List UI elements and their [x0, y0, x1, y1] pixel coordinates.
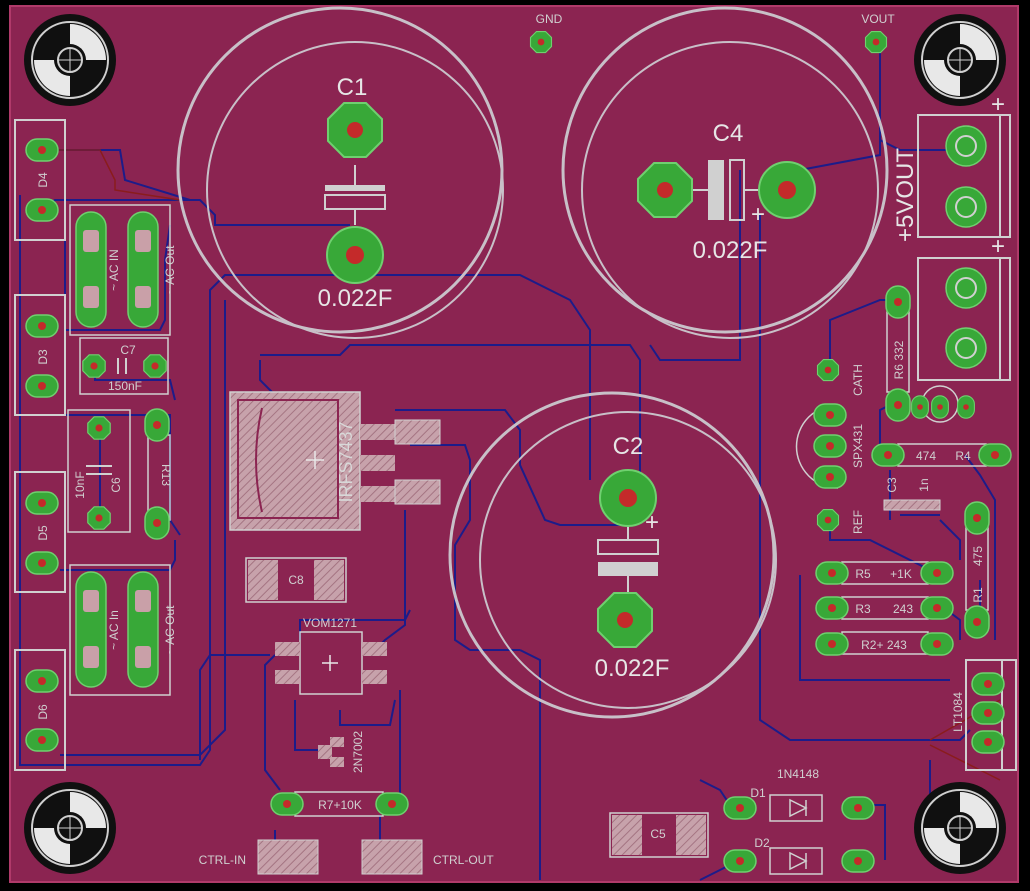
- r1-ref: R1: [971, 587, 985, 603]
- d1-label: D1: [750, 786, 766, 800]
- resistor-r7: R7+10K: [270, 791, 409, 817]
- r7-label: R7+10K: [318, 798, 362, 812]
- d1-type-label: 1N4148: [777, 767, 819, 781]
- r3-value: 243: [893, 602, 913, 616]
- diode-d2: D2: [723, 836, 875, 875]
- ac-in-top-label: ~ AC IN: [107, 249, 121, 291]
- r5-ref: R5: [855, 567, 871, 581]
- optomos-vom1271: VOM1271: [275, 616, 387, 695]
- board-outline: [9, 5, 1019, 883]
- vout-label: VOUT: [861, 12, 895, 26]
- resistor-r6: R6 332: [885, 285, 911, 422]
- trimmer-pot: [911, 385, 975, 423]
- shunt-spx431: SPX431: [795, 403, 865, 489]
- c6-value: 10nF: [73, 471, 87, 498]
- testpoint-ref: REF: [816, 508, 865, 534]
- vom-label: VOM1271: [303, 616, 357, 630]
- mounting-hole-br: [913, 781, 1007, 875]
- r2-label: R2+ 243: [861, 638, 907, 652]
- ctrl-in-label: CTRL-IN: [199, 853, 246, 867]
- diode-d5: D5: [14, 471, 66, 593]
- resistor-r4: 474 R4: [871, 443, 1012, 467]
- c4-polarity: +: [751, 201, 765, 228]
- capacitor-c6: 10nF C6: [67, 409, 131, 533]
- fuse-ac-top: ~ AC IN ~ AC Out: [69, 204, 177, 336]
- c3-ref: C3: [885, 477, 899, 493]
- out-label: +5VOUT: [892, 148, 919, 242]
- ref-label: REF: [851, 510, 865, 534]
- mounting-hole-tl: [23, 13, 117, 107]
- d2-label: D2: [754, 836, 770, 850]
- d3-label: D3: [36, 349, 50, 365]
- capacitor-c3: C3 1n: [883, 477, 941, 511]
- terminal-block-output: + + +5VOUT: [892, 91, 1011, 381]
- resistor-r13: R13: [144, 408, 173, 540]
- testpoint-vout: VOUT: [861, 12, 895, 54]
- cath-label: CATH: [851, 364, 865, 396]
- c5-label: C5: [650, 827, 666, 841]
- mosfet-irfs7437: IRFS7437: [229, 391, 441, 531]
- lt1084-label: LT1084: [951, 692, 965, 732]
- resistor-r5: R5 +1K: [815, 561, 954, 585]
- c6-ref: C6: [109, 477, 123, 493]
- diode-d1: D1 1N4148: [723, 767, 875, 822]
- ac-in-bottom-label: ~ AC In: [107, 610, 121, 650]
- capacitor-c8: C8: [245, 557, 347, 603]
- c8-label: C8: [288, 573, 304, 587]
- d5-label: D5: [36, 525, 50, 541]
- r4-ref: R4: [955, 449, 971, 463]
- resistor-r3: R3 243: [815, 596, 954, 620]
- c4-ref: C4: [713, 120, 744, 147]
- ac-out-bottom-label: ~ AC Out: [163, 605, 177, 655]
- c2-polarity: +: [645, 509, 659, 536]
- c4-value: 0.022F: [693, 237, 768, 264]
- terminal-plus-1: +: [991, 91, 1005, 118]
- capacitor-c7: C7 150nF: [79, 337, 169, 395]
- ctrl-out-label: CTRL-OUT: [433, 853, 494, 867]
- regulator-lt1084: LT1084: [951, 659, 1017, 771]
- capacitor-c4: C4 0.022F +: [561, 6, 889, 339]
- c7-value: 150nF: [108, 379, 142, 393]
- c1-ref: C1: [337, 74, 368, 101]
- spx-label: SPX431: [851, 424, 865, 468]
- mounting-hole-bl: [23, 781, 117, 875]
- testpoint-cath: CATH: [816, 358, 865, 396]
- r5-value: +1K: [890, 567, 912, 581]
- d6-label: D6: [36, 704, 50, 720]
- r1-value: 475: [971, 546, 985, 566]
- r4-value: 474: [916, 449, 936, 463]
- capacitor-c1: C1 0.022F: [176, 6, 504, 339]
- capacitor-c2: C2 0.022F +: [448, 391, 777, 719]
- c2-ref: C2: [613, 433, 644, 460]
- c7-ref: C7: [120, 343, 136, 357]
- resistor-r2: R2+ 243: [815, 631, 954, 656]
- diode-d4: D4: [14, 119, 66, 241]
- capacitor-c5: C5: [609, 812, 709, 858]
- c1-value: 0.022F: [318, 285, 393, 312]
- testpoint-gnd: GND: [529, 12, 563, 54]
- gnd-label: GND: [536, 12, 563, 26]
- terminal-plus-2: +: [991, 233, 1005, 260]
- r6-label: R6 332: [892, 340, 906, 379]
- c3-value: 1n: [917, 478, 931, 491]
- diode-d3: D3: [14, 294, 66, 416]
- port-ctrl-out: CTRL-OUT: [361, 839, 494, 875]
- r13-label: R13: [159, 464, 173, 486]
- c2-value: 0.022F: [595, 655, 670, 682]
- d4-label: D4: [36, 172, 50, 188]
- diode-d6: D6: [14, 649, 66, 771]
- ac-out-top-label: ~ AC Out: [163, 245, 177, 295]
- port-ctrl-in: CTRL-IN: [199, 839, 319, 875]
- small-fet-label: 2N7002: [351, 731, 365, 773]
- fet-2n7002: 2N7002: [318, 731, 365, 773]
- r3-ref: R3: [855, 602, 871, 616]
- mosfet-label: IRFS7437: [336, 421, 356, 502]
- fuse-ac-bottom: ~ AC In ~ AC Out: [69, 564, 177, 696]
- resistor-r1: R1 475: [964, 501, 990, 639]
